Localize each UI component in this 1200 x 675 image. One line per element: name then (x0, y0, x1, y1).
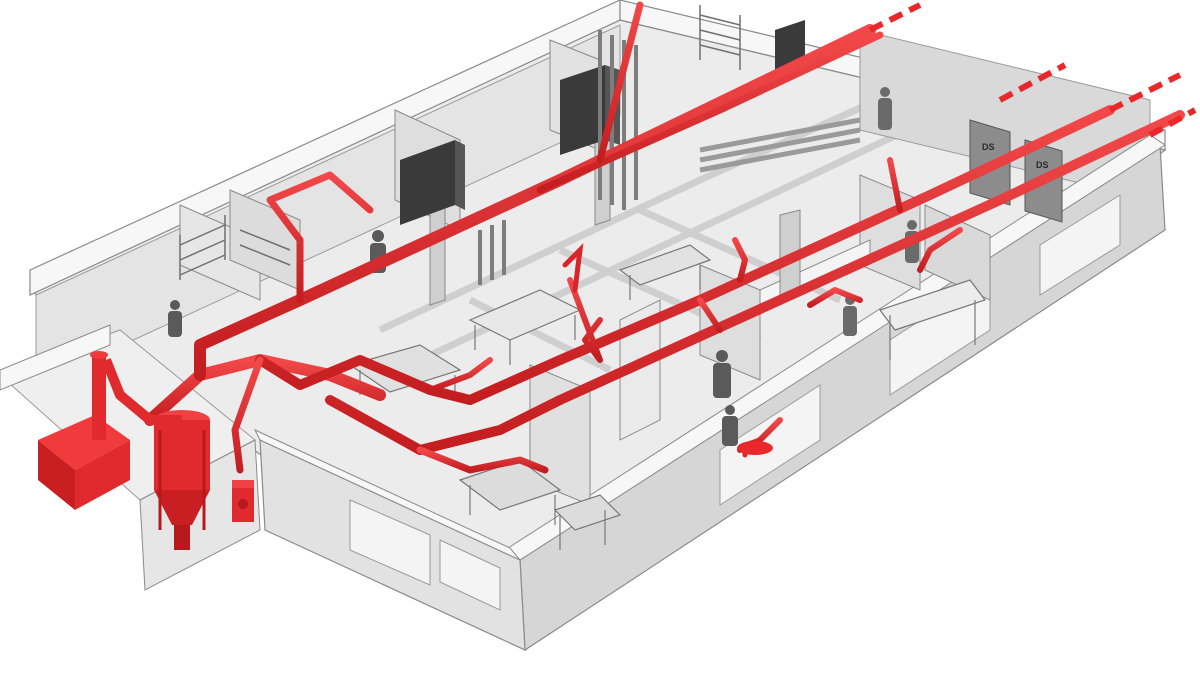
extraction-arm-icon (737, 441, 773, 455)
fan-unit-icon (232, 480, 254, 522)
worker-icon (722, 405, 738, 446)
door-label-left: DS (982, 142, 995, 152)
pipe-rack-icon (699, 117, 861, 173)
storage-shelf-icon (179, 215, 291, 280)
worker-icon (168, 300, 182, 337)
machine-room-duct (101, 358, 182, 425)
workbench-icon (879, 279, 986, 360)
worker-icon (713, 350, 731, 398)
front-left-windows (349, 499, 501, 611)
storage-shelf-icon (699, 5, 741, 70)
dust-collector-icon (38, 351, 130, 510)
cabinet-icon (400, 140, 465, 225)
machine-room-wall-front (139, 439, 261, 591)
workbench-icon (618, 244, 712, 300)
extraction-ductwork (144, 1, 1185, 524)
worker-icon (878, 87, 892, 130)
door-label-right: DS (1036, 160, 1049, 170)
machine-room-wall-left (0, 324, 111, 391)
exhaust-duct-exits (868, 2, 1197, 138)
